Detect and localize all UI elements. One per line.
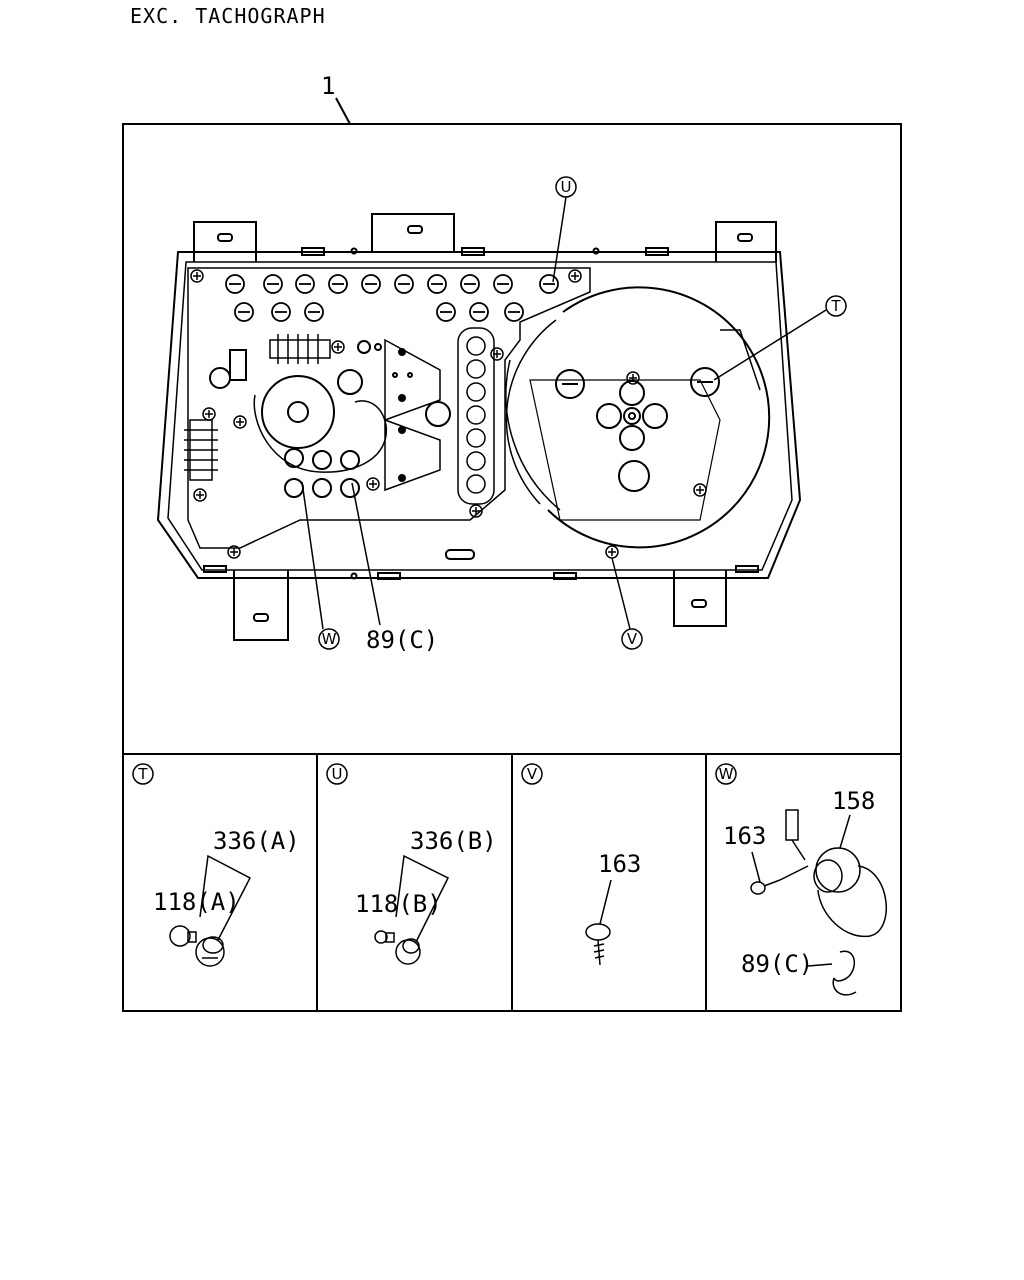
panel-t-letter: T xyxy=(137,765,148,783)
top-tab-left xyxy=(193,221,257,262)
panel-w-label-163: 163 xyxy=(723,822,766,850)
screw-163-w-icon xyxy=(750,879,781,895)
svg-text:89(C): 89(C) xyxy=(366,626,438,654)
panel-v-label-163: 163 xyxy=(598,850,641,878)
indicator-cluster-upper xyxy=(384,338,441,422)
top-tab-right xyxy=(715,221,777,262)
item-number-label: 1 xyxy=(321,72,335,100)
callout-w: W xyxy=(301,481,340,650)
bulb-118b-icon xyxy=(374,930,395,944)
detail-panel-u: U 336(B) 118(B) xyxy=(326,763,497,965)
callout-89c: 89(C) xyxy=(351,482,438,654)
svg-text:W: W xyxy=(322,630,337,648)
buzzer-158-icon xyxy=(785,809,887,938)
panel-w-label-89c: 89(C) xyxy=(741,950,813,978)
svg-text:T: T xyxy=(830,297,841,315)
detail-panel-w: W 158 163 89(C) xyxy=(715,763,887,996)
screw-163-icon xyxy=(585,923,611,966)
buzzer-assembly xyxy=(209,349,388,498)
page-title: EXC. TACHOGRAPH xyxy=(130,4,326,28)
callout-u: U xyxy=(552,176,577,283)
gauge-housing xyxy=(505,286,771,549)
top-tab-center xyxy=(371,213,455,252)
svg-text:V: V xyxy=(627,630,638,648)
callout-t: T xyxy=(713,295,847,381)
panel-u-label-336b: 336(B) xyxy=(410,827,497,855)
instrument-cluster xyxy=(156,213,802,641)
svg-text:U: U xyxy=(561,178,572,196)
detail-panel-v: V 163 xyxy=(521,763,641,966)
bulb-socket-row-2 xyxy=(234,302,524,322)
clip-89c-icon xyxy=(832,950,857,996)
panel-t-label-118a: 118(A) xyxy=(153,888,240,916)
panel-v-letter: V xyxy=(527,765,538,783)
bottom-tab-left xyxy=(233,570,289,641)
top-connector xyxy=(269,334,331,364)
panel-w-label-158: 158 xyxy=(832,787,875,815)
indicator-cluster-lower xyxy=(384,401,451,492)
callout-v: V xyxy=(611,557,643,650)
left-connector xyxy=(184,419,218,481)
item-leader-line xyxy=(335,97,351,125)
bulb-socket-row-1 xyxy=(225,274,559,294)
bottom-tab-right xyxy=(673,570,727,627)
bulb-118a-icon xyxy=(169,925,197,947)
led-column xyxy=(457,327,495,505)
screw-set xyxy=(190,269,707,559)
panel-w-letter: W xyxy=(719,765,734,783)
socket-336b-icon xyxy=(395,938,421,965)
panel-u-letter: U xyxy=(332,765,343,783)
socket-336a-icon xyxy=(195,936,225,967)
panel-t-label-336a: 336(A) xyxy=(213,827,300,855)
detail-panel-t: T 336(A) 118(A) xyxy=(132,763,300,967)
